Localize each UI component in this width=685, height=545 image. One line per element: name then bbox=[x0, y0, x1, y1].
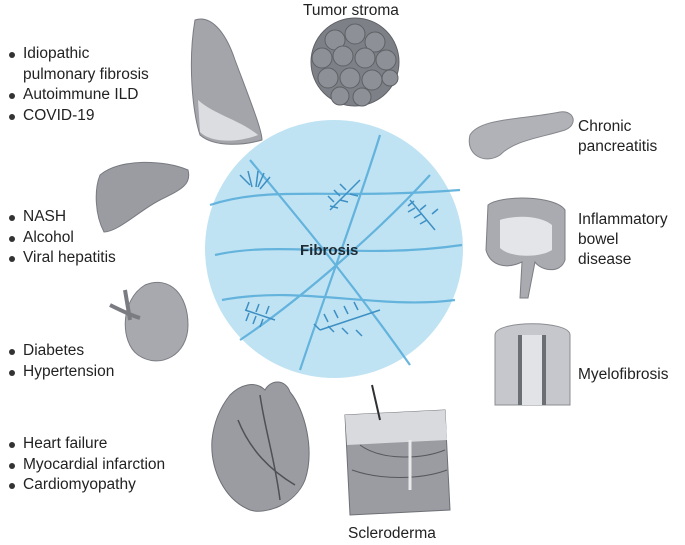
item-text: pulmonary fibrosis bbox=[23, 65, 149, 83]
heart-conditions-list: Heart failure Myocardial infarction Card… bbox=[8, 434, 165, 496]
list-item: Heart failure bbox=[8, 434, 165, 455]
liver-illustration bbox=[95, 161, 190, 233]
kidney-conditions-list: Diabetes Hypertension bbox=[8, 341, 114, 382]
bone-illustration bbox=[494, 323, 571, 406]
myelofibrosis-label: Myelofibrosis bbox=[578, 366, 669, 383]
list-item: Myocardial infarction bbox=[8, 455, 165, 476]
ibd-label: Inflammatory bowel disease bbox=[578, 210, 668, 270]
tumor-illustration bbox=[310, 17, 400, 107]
list-item: Viral hepatitis bbox=[8, 248, 116, 269]
heart-illustration bbox=[211, 381, 310, 512]
list-item: COVID-19 bbox=[8, 106, 149, 127]
list-item: NASH bbox=[8, 207, 116, 228]
intestine-illustration bbox=[485, 197, 566, 299]
label-line: bowel bbox=[578, 231, 619, 248]
scleroderma-label: Scleroderma bbox=[348, 525, 436, 542]
skin-illustration bbox=[344, 384, 451, 516]
tumor-stroma-label: Tumor stroma bbox=[303, 2, 399, 19]
label-line: disease bbox=[578, 251, 632, 268]
fibrosis-circle bbox=[205, 120, 463, 378]
chronic-pancreatitis-label: Chronic pancreatitis bbox=[578, 117, 657, 157]
lung-conditions-list: Idiopathic pulmonary fibrosis Autoimmune … bbox=[8, 44, 149, 126]
list-item: Autoimmune ILD bbox=[8, 85, 149, 106]
label-line: Inflammatory bbox=[578, 211, 668, 228]
item-text: Idiopathic bbox=[23, 45, 90, 62]
pancreas-illustration bbox=[468, 111, 574, 160]
lung-illustration bbox=[190, 18, 263, 145]
liver-conditions-list: NASH Alcohol Viral hepatitis bbox=[8, 207, 116, 269]
list-item: Hypertension bbox=[8, 362, 114, 383]
label-line: Chronic bbox=[578, 118, 632, 135]
label-line: pancreatitis bbox=[578, 138, 658, 155]
list-item: Cardiomyopathy bbox=[8, 475, 165, 496]
list-item: Diabetes bbox=[8, 341, 114, 362]
list-item: Alcohol bbox=[8, 228, 116, 249]
kidney-illustration bbox=[109, 281, 189, 362]
fibrosis-label: Fibrosis bbox=[300, 242, 359, 259]
list-item: Idiopathic pulmonary fibrosis bbox=[8, 44, 149, 85]
